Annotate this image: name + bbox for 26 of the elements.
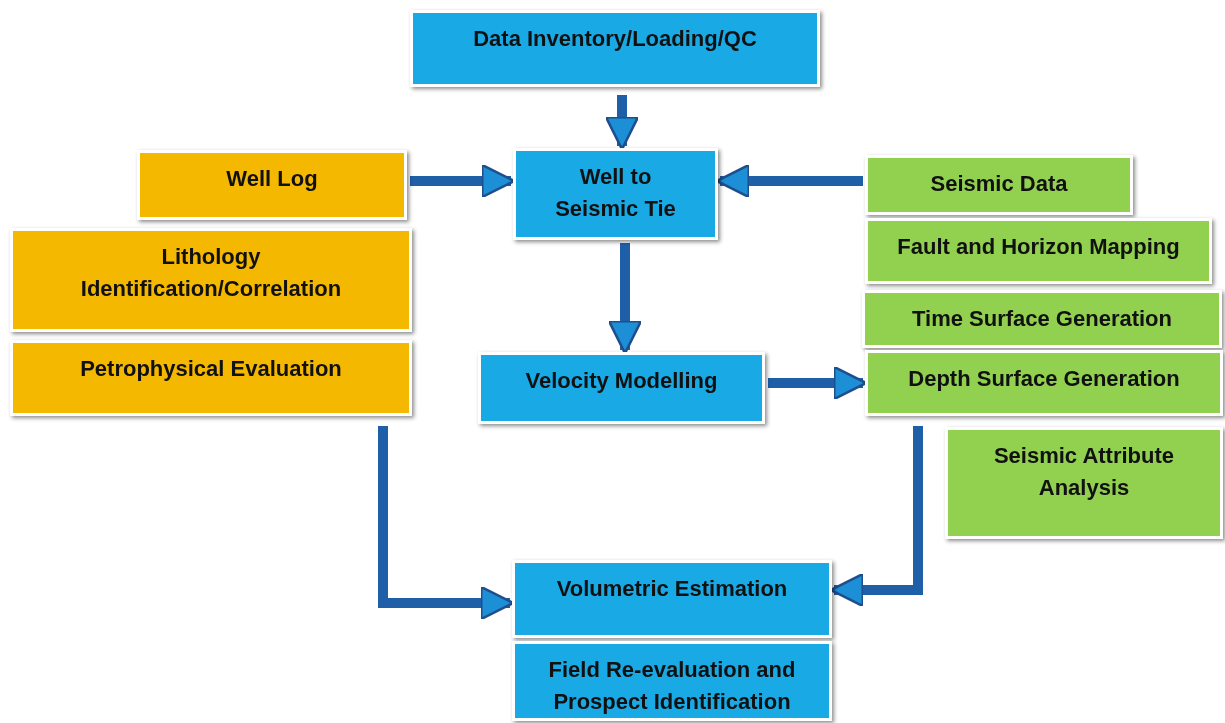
process-box — [10, 228, 412, 332]
process-box — [410, 10, 820, 87]
box-label: Data Inventory/Loading/QC — [473, 25, 757, 53]
process-box — [512, 641, 832, 721]
box-label: Time Surface Generation — [912, 305, 1172, 333]
box-label: Field Re-evaluation and Prospect Identification — [547, 656, 797, 716]
process-box — [865, 218, 1212, 284]
box-label: Petrophysical Evaluation — [80, 355, 342, 383]
process-box — [512, 560, 832, 638]
box-label: Seismic Attribute Analysis — [992, 442, 1176, 502]
box-label: Volumetric Estimation — [556, 575, 788, 603]
box-label: Lithology Identification/Correlation — [79, 243, 343, 303]
box-label: Velocity Modelling — [525, 367, 718, 395]
process-box — [945, 427, 1223, 539]
box-label: Fault and Horizon Mapping — [897, 233, 1180, 261]
process-box — [137, 150, 407, 220]
box-label: Well Log — [226, 165, 318, 193]
box-label: Seismic Data — [930, 170, 1068, 198]
process-box — [862, 290, 1222, 348]
process-box — [10, 340, 412, 416]
process-box — [478, 352, 765, 424]
box-label: Depth Surface Generation — [908, 365, 1180, 393]
process-box — [865, 155, 1133, 215]
process-box — [865, 350, 1223, 416]
box-label: Well to Seismic Tie — [554, 163, 677, 223]
process-box — [513, 148, 718, 240]
